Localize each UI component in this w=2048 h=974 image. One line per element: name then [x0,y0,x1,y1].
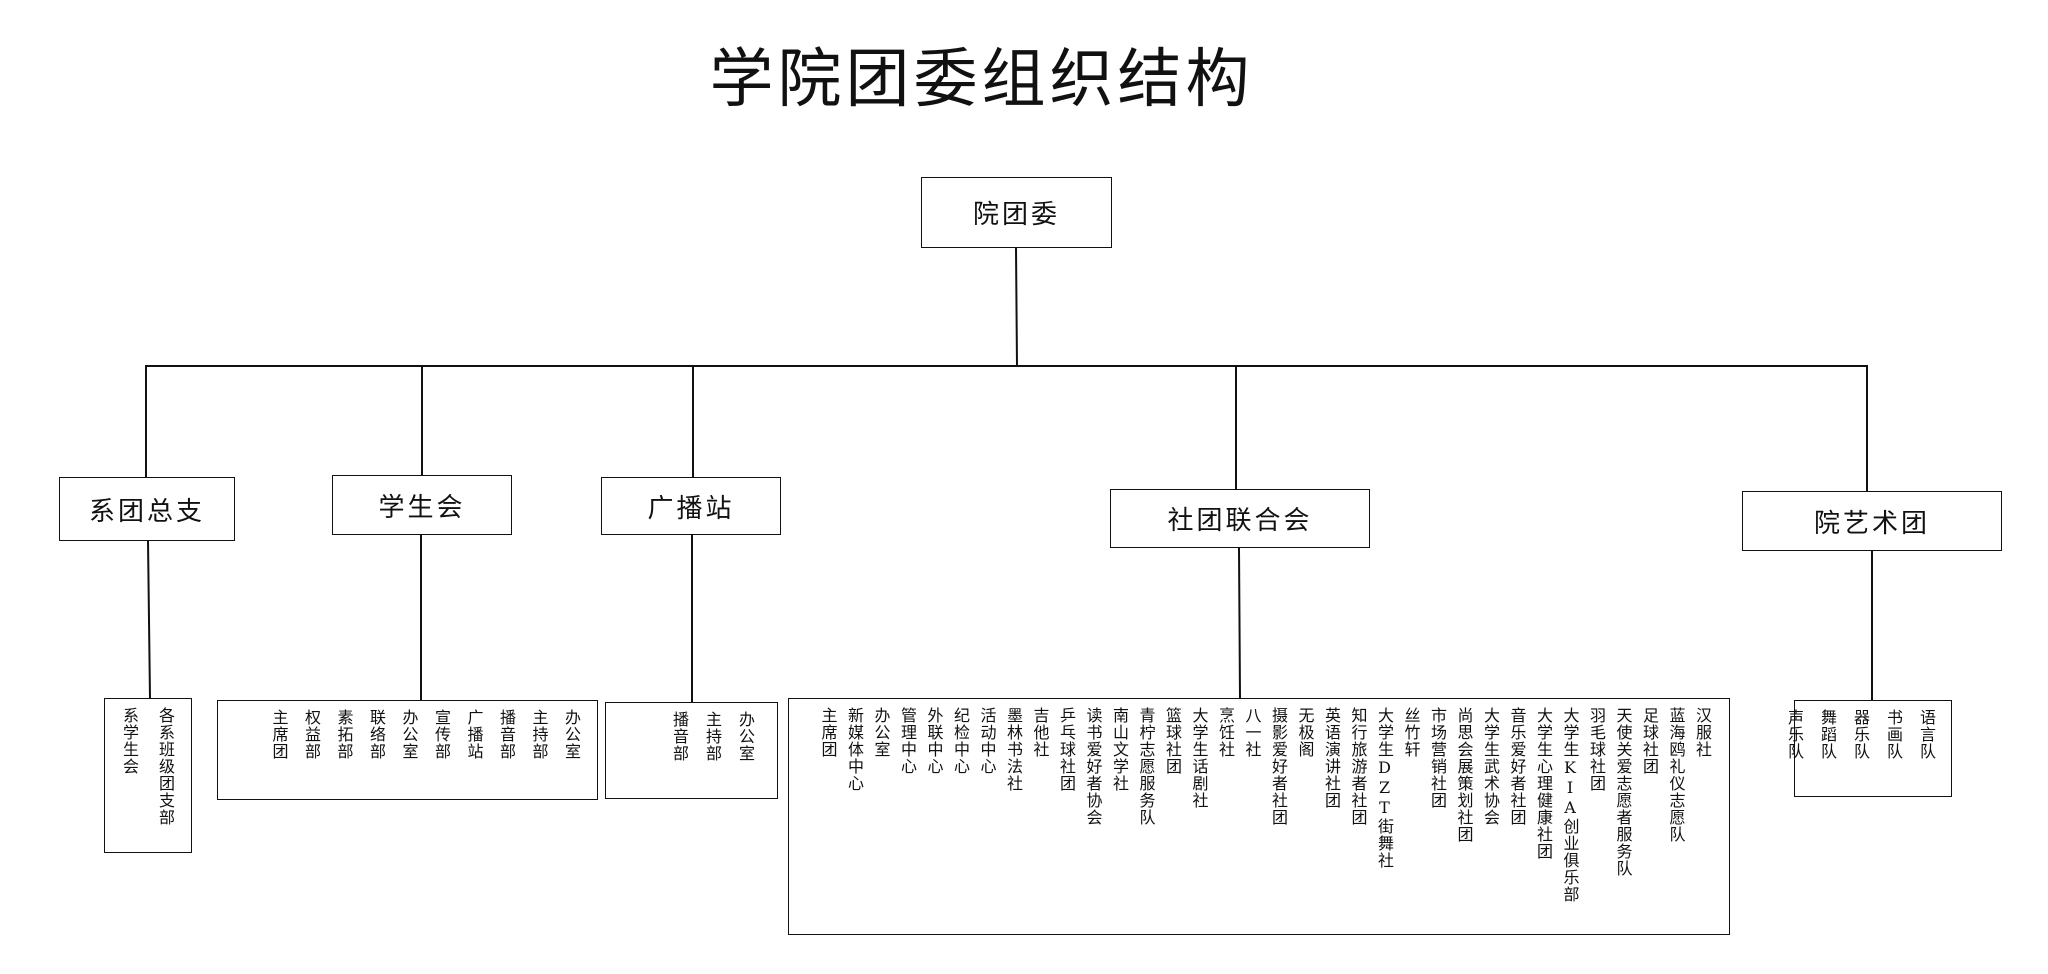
sub-unit: 主持部 [529,709,549,760]
root-node: 院团委 [921,177,1112,248]
sub-unit: 汉服社 [1693,707,1712,758]
stem-xituan [147,540,151,699]
sub-unit: 大学生武术协会 [1481,707,1500,826]
sub-unit: 权益部 [302,709,321,760]
sub-units-xueshenghui: 办公室 主持部 播音部 广播站 宣传部 办公室 联络部 素拓部 权益部 主席团 [217,700,598,800]
sub-unit: 英语演讲社团 [1322,707,1341,809]
branch-node-shetuan: 社团联合会 [1110,489,1370,548]
sub-unit: 纪检中心 [951,707,970,775]
stem-shetuan [1238,547,1241,699]
sub-unit: 读书爱好者协会 [1083,707,1103,826]
sub-unit: 大学生心理健康社团 [1534,707,1553,860]
sub-unit: 烹饪社 [1216,707,1235,758]
sub-unit: 新媒体中心 [845,707,864,792]
sub-unit: 各系班级团支部 [156,707,175,826]
sub-unit: 足球社团 [1640,707,1659,775]
sub-unit: 声乐队 [1785,709,1804,760]
column-group: 办公室 主持部 播音部 广播站 宣传部 办公室 联络部 素拓部 权益部 主席团 [269,709,582,760]
sub-unit: 大学生话剧社 [1189,707,1209,809]
sub-unit: 外联中心 [924,707,944,775]
sub-unit: 办公室 [399,709,419,760]
sub-unit: 蓝海鸥礼仪志愿队 [1666,707,1686,843]
sub-unit: 书画队 [1884,709,1903,760]
sub-units-shetuan: 汉服社 蓝海鸥礼仪志愿队 足球社团 天使关爱志愿者服务队 羽毛球社团 大学生KI… [788,698,1730,935]
sub-unit: 大学生KIA创业俱乐部 [1560,707,1580,903]
branch-label: 社团联合会 [1167,506,1313,536]
sub-units-yishu: 语言队 书画队 器乐队 舞蹈队 声乐队 [1785,700,1952,797]
sub-unit: 音乐爱好者社团 [1507,707,1527,826]
root-node-label: 院团委 [972,200,1060,230]
sub-unit: 羽毛球社团 [1587,707,1606,792]
sub-unit: 播音部 [497,709,516,760]
sub-unit: 尚思会展策划社团 [1454,707,1474,843]
sub-unit: 市场营销社团 [1428,707,1447,809]
sub-unit: 天使关爱志愿者服务队 [1613,707,1633,877]
branch-node-guangbo: 广播站 [601,477,781,535]
branch-node-xueshenghui: 学生会 [332,475,512,535]
branch-label: 院艺术团 [1813,508,1930,539]
branch-label: 学生会 [378,492,466,523]
sub-unit: 知行旅游者社团 [1348,707,1368,826]
sub-unit: 大学生DZT街舞社 [1375,707,1394,869]
sub-unit: 主席团 [269,709,289,760]
sub-unit: 播音部 [670,711,689,762]
root-stem [1015,247,1018,367]
sub-unit: 办公室 [562,709,581,760]
sub-unit: 乒乓球社团 [1057,707,1076,792]
sub-unit: 办公室 [871,707,891,758]
page-title: 学院团委组织结构 [709,43,1254,117]
sub-unit: 宣传部 [432,709,451,760]
sub-unit: 主席团 [818,707,838,758]
branch-label: 广播站 [647,493,735,524]
column-group: 各系班级团支部 系学生会 [120,707,175,826]
sub-unit: 南山文学社 [1110,707,1129,792]
sub-unit: 联络部 [367,709,386,760]
sub-units-xituan: 各系班级团支部 系学生会 [104,698,192,853]
sub-unit: 广播站 [464,709,484,760]
sub-unit: 青柠志愿服务队 [1136,707,1156,826]
sub-unit: 摄影爱好者社团 [1269,707,1288,826]
sub-unit: 篮球社团 [1163,707,1182,775]
branch-node-xituan: 系团总支 [59,477,235,541]
sub-unit: 墨林书法社 [1004,707,1023,792]
sub-unit: 器乐队 [1851,709,1870,760]
sub-unit: 主持部 [703,711,722,762]
sub-units-guangbo: 办公室 主持部 播音部 [605,702,778,799]
sub-unit: 活动中心 [977,707,997,775]
branch-label: 系团总支 [88,496,205,527]
sub-unit: 语言队 [1917,709,1936,760]
column-group: 语言队 书画队 器乐队 舞蹈队 声乐队 [1785,709,1936,760]
sub-unit: 办公室 [736,711,755,762]
sub-unit: 无极阁 [1295,707,1315,758]
sub-unit: 管理中心 [898,707,917,775]
sub-unit: 吉他社 [1030,707,1050,758]
sub-unit: 素拓部 [334,709,354,760]
sub-unit: 八一社 [1242,707,1262,758]
column-group: 汉服社 蓝海鸥礼仪志愿队 足球社团 天使关爱志愿者服务队 羽毛球社团 大学生KI… [818,707,1713,903]
column-group: 办公室 主持部 播音部 [670,711,755,762]
sub-unit: 丝竹轩 [1401,707,1421,758]
sub-unit: 系学生会 [120,707,139,775]
branch-node-yishu: 院艺术团 [1742,491,2002,551]
sub-unit: 舞蹈队 [1818,709,1837,760]
